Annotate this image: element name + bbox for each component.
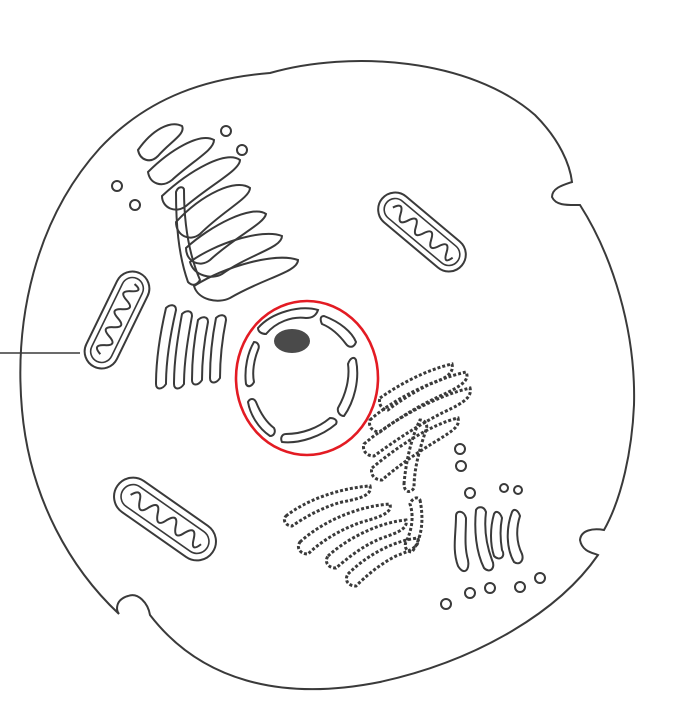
cell-membrane: [19, 60, 636, 691]
vesicles: [111, 125, 546, 610]
vesicle: [440, 598, 452, 610]
nucleolus: [274, 329, 310, 353]
nuclear-envelope-segment: [319, 314, 358, 348]
nuclear-envelope-segment: [280, 416, 338, 444]
nuclear-envelope-segment: [244, 340, 260, 388]
vesicle: [513, 485, 523, 495]
nuclear-envelope-segment: [256, 307, 320, 336]
mitochondrion: [83, 270, 151, 370]
tubule: [453, 510, 470, 573]
highlight-circle: [234, 299, 380, 457]
vesicle: [484, 582, 496, 594]
vesicle: [129, 199, 141, 211]
vesicle: [514, 581, 526, 593]
tubule: [490, 510, 505, 560]
vesicle: [455, 460, 467, 472]
vesicle: [464, 487, 476, 499]
vesicle: [454, 443, 466, 455]
vesicle: [534, 572, 546, 584]
vesicle: [464, 587, 476, 599]
nucleus: [244, 307, 359, 444]
vesicle: [499, 483, 509, 493]
smooth-endoplasmic-reticulum: [136, 123, 300, 390]
tubule: [506, 508, 524, 565]
vesicle: [236, 144, 248, 156]
mitochondrion: [113, 476, 217, 562]
nuclear-envelope-segment: [336, 356, 359, 418]
vesicle: [111, 180, 123, 192]
nuclear-envelope-segment: [246, 398, 276, 438]
mitochondrion: [377, 191, 467, 273]
tubule: [474, 506, 495, 572]
rough-endoplasmic-reticulum: [282, 362, 472, 588]
vesicle: [220, 125, 232, 137]
